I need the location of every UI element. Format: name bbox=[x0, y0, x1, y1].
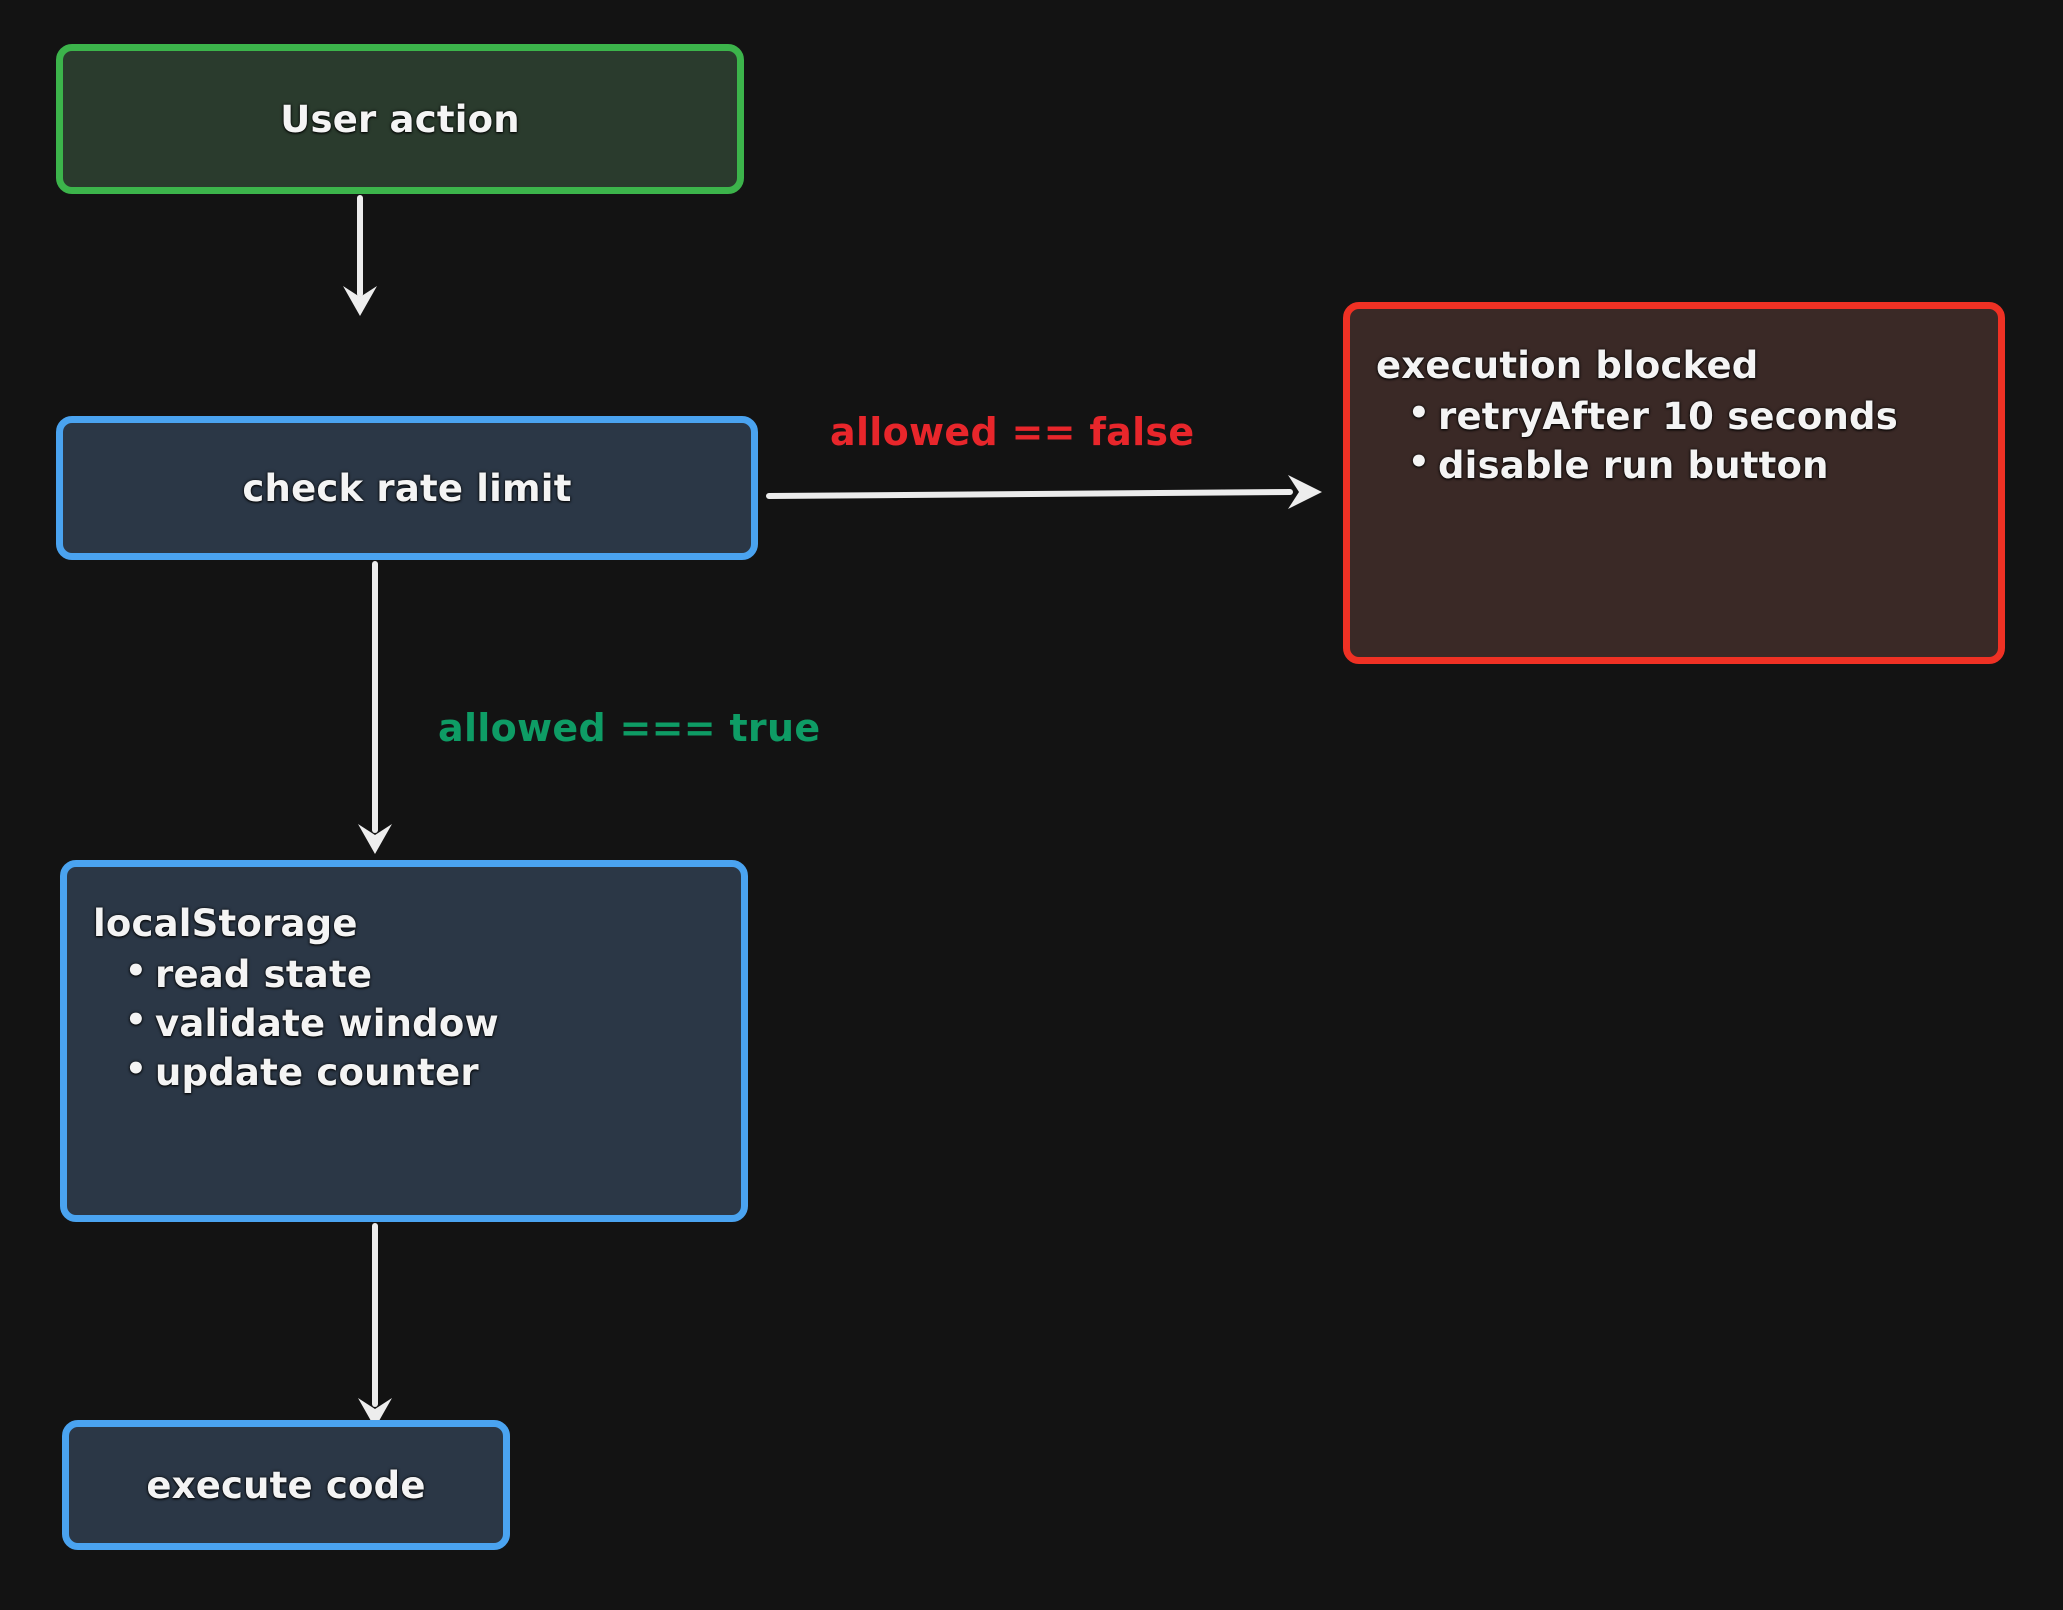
node-local-storage-heading: localStorage bbox=[93, 902, 358, 945]
list-item: validate window bbox=[125, 1000, 499, 1046]
node-user-action-label: User action bbox=[280, 97, 520, 141]
list-item: read state bbox=[125, 951, 499, 997]
edge-label-allowed-true: allowed === true bbox=[438, 706, 821, 750]
node-execution-blocked-heading: execution blocked bbox=[1376, 344, 1759, 387]
edge-user-action-to-check-rate-limit bbox=[340, 195, 380, 320]
node-execution-blocked[interactable]: execution blocked retryAfter 10 seconds … bbox=[1343, 302, 2005, 664]
arrowhead-down-icon bbox=[358, 1398, 392, 1428]
list-item: disable run button bbox=[1408, 442, 1898, 488]
arrowhead-right-icon bbox=[1288, 475, 1322, 509]
node-execute-code-label: execute code bbox=[146, 1463, 426, 1507]
list-item: update counter bbox=[125, 1049, 499, 1095]
arrowhead-down-icon bbox=[343, 286, 377, 316]
node-local-storage-bullets: read state validate window update counte… bbox=[93, 951, 499, 1099]
edge-check-rate-limit-to-local-storage bbox=[355, 561, 395, 858]
arrowhead-down-icon bbox=[358, 824, 392, 854]
node-check-rate-limit-label: check rate limit bbox=[242, 466, 572, 510]
edge-local-storage-to-execute-code bbox=[355, 1223, 395, 1434]
node-execute-code[interactable]: execute code bbox=[62, 1420, 510, 1550]
node-check-rate-limit[interactable]: check rate limit bbox=[56, 416, 758, 560]
node-local-storage[interactable]: localStorage read state validate window … bbox=[60, 860, 748, 1222]
node-execution-blocked-bullets: retryAfter 10 seconds disable run button bbox=[1376, 393, 1898, 492]
edge-line bbox=[766, 489, 1293, 499]
list-item: retryAfter 10 seconds bbox=[1408, 393, 1898, 439]
edge-check-rate-limit-to-execution-blocked bbox=[766, 468, 1346, 528]
edge-label-allowed-false: allowed == false bbox=[830, 410, 1195, 454]
node-user-action[interactable]: User action bbox=[56, 44, 744, 194]
